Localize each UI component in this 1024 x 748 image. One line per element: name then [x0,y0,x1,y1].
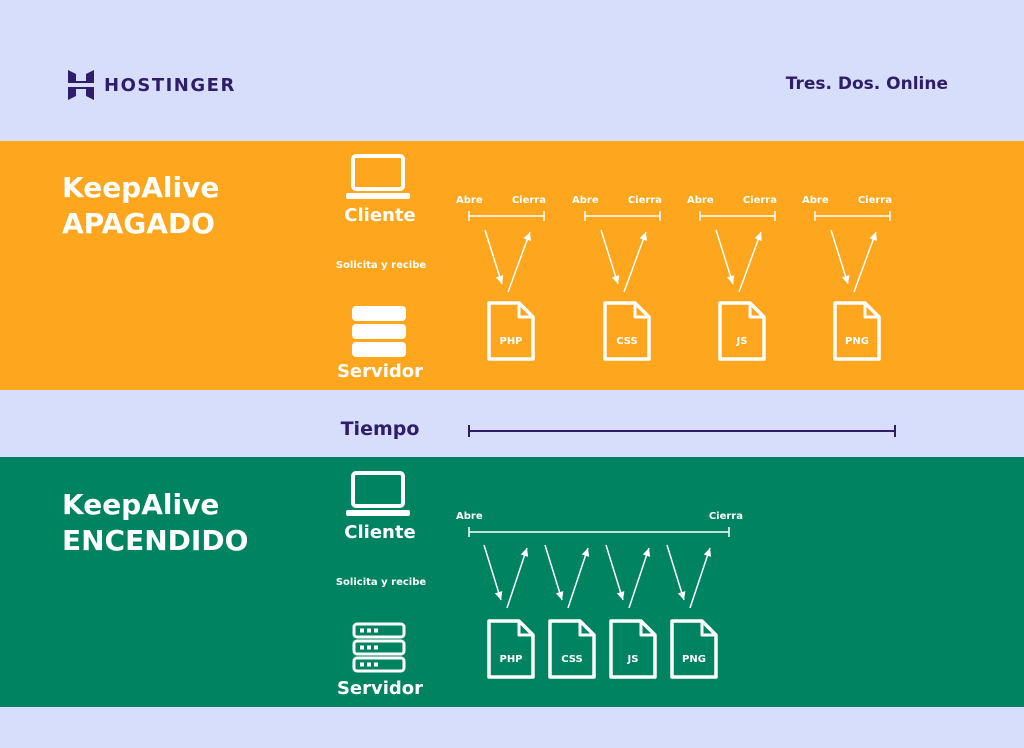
arrow-head [523,232,531,241]
file-fold [517,621,533,637]
file-fold [633,303,649,319]
server-icon [352,306,406,357]
file-fold [578,621,594,637]
arrow-line [544,544,563,601]
time-label: Tiempo [340,418,420,440]
server-rack-icon [352,622,406,673]
close-label: Cierra [512,195,546,206]
file-type-label: CSS [561,654,582,665]
arrow-head [520,548,529,557]
close-label: Cierra [709,511,743,522]
arrow-line [715,229,734,285]
server-label-off: Servidor [336,361,424,382]
arrow-line [689,547,711,609]
open-label: Abre [802,195,829,206]
keepalive-on-title: KeepAlive ENCENDIDO [62,488,249,557]
request-label-on: Solicita y recibe [335,577,427,588]
arrow-head [555,591,564,600]
arrow-head [616,591,625,600]
arrow-head [703,548,712,557]
file-icon: JS [609,619,657,679]
file-icon: PHP [487,301,535,361]
arrow-head [494,591,503,600]
arrow-head [869,232,877,241]
arrow-head [677,591,686,600]
brand-name: HOSTINGER [104,74,236,96]
file-icon: CSS [603,301,651,361]
file-icon: JS [718,301,766,361]
arrow-head [754,232,762,241]
open-label: Abre [456,195,483,206]
arrow-line [483,544,502,601]
arrow-line [853,231,877,293]
file-type-label: CSS [616,336,637,347]
client-label-off: Cliente [344,205,416,226]
open-label: Abre [572,195,599,206]
file-type-label: PNG [682,654,706,665]
client-label-on: Cliente [344,522,416,543]
file-type-label: JS [627,654,639,665]
file-icon: PHP [487,619,535,679]
file-type-label: PNG [845,336,869,347]
time-axis [468,425,896,437]
file-type-label: PHP [499,654,522,665]
arrow-head [495,275,504,284]
file-body [670,619,718,679]
file-type-label: PHP [499,336,522,347]
file-fold [517,303,533,319]
laptop-icon [346,154,410,199]
file-fold [639,621,655,637]
close-label: Cierra [743,195,777,206]
arrow-head [726,275,735,284]
close-label: Cierra [628,195,662,206]
tagline: Tres. Dos. Online [785,74,948,94]
arrow-head [639,232,647,241]
server-label-on: Servidor [336,678,424,699]
file-body [609,619,657,679]
arrow-line [600,229,619,285]
file-body [487,619,535,679]
file-fold [863,303,879,319]
arrow-line [567,547,589,609]
arrow-line [507,231,531,293]
arrow-line [484,229,503,285]
open-label: Abre [687,195,714,206]
request-label-off: Solicita y recibe [335,260,427,271]
file-icon: PNG [833,301,881,361]
arrow-line [666,544,685,601]
open-label: Abre [456,511,483,522]
keepalive-off-title: KeepAlive APAGADO [62,171,220,240]
file-type-label: JS [736,336,748,347]
arrow-line [628,547,650,609]
hostinger-h-icon [68,70,94,100]
hostinger-logo[interactable]: HOSTINGER [68,70,236,100]
arrow-line [605,544,624,601]
arrow-head [841,275,850,284]
file-fold [700,621,716,637]
file-icon: CSS [548,619,596,679]
arrow-line [738,231,762,293]
arrow-line [623,231,647,293]
arrow-head [581,548,590,557]
file-icon: PNG [670,619,718,679]
arrow-head [642,548,651,557]
close-label: Cierra [858,195,892,206]
laptop-icon [346,471,410,516]
arrow-line [830,229,849,285]
file-body [548,619,596,679]
arrow-line [506,547,528,609]
arrow-head [611,275,620,284]
file-fold [748,303,764,319]
